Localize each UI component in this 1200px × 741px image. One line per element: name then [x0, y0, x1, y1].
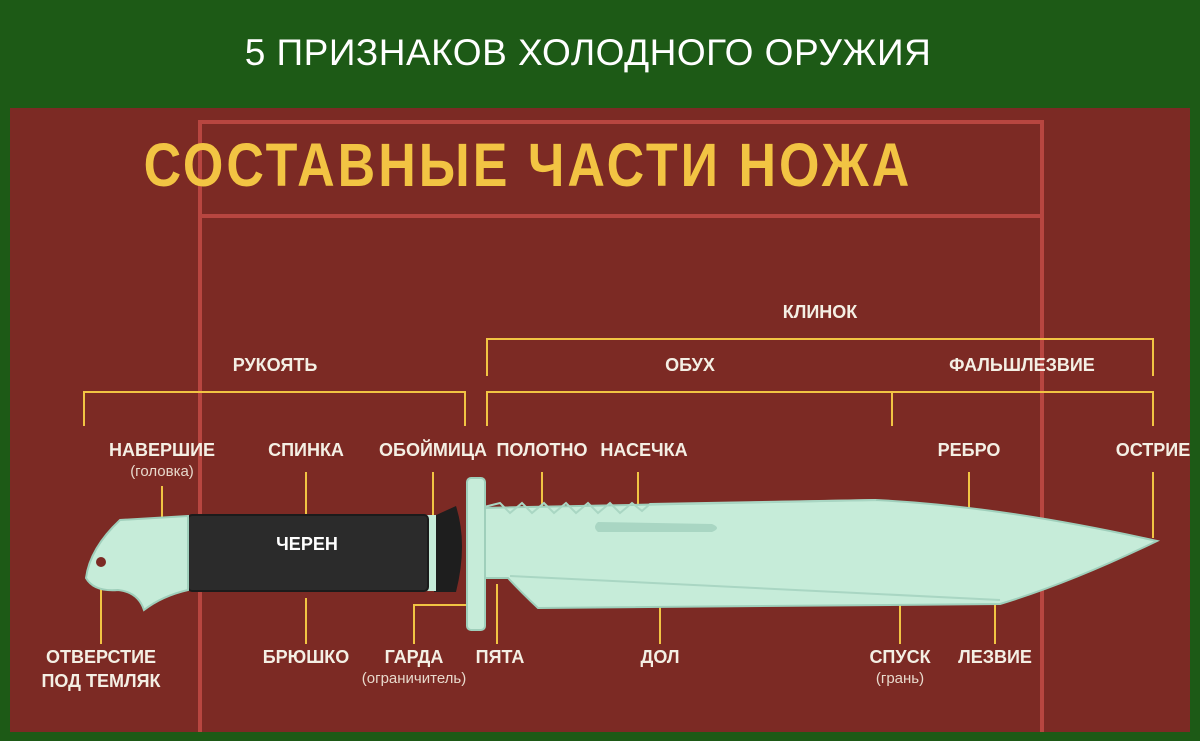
label-navershie: НАВЕРШИЕ [108, 440, 216, 460]
label-lezvie: ЛЕЗВИЕ [958, 647, 1032, 667]
label-otverstie-line1: ОТВЕРСТИЕ [45, 647, 157, 667]
label-garda-sub: (ограничитель) [361, 670, 467, 687]
label-navershie-sub: (головка) [130, 463, 194, 480]
label-bryushko: БРЮШКО [262, 647, 350, 667]
knife-diagram-panel: СОСТАВНЫЕ ЧАСТИ НОЖА КЛИНОК РУКОЯТЬ ОБУХ… [10, 108, 1190, 732]
label-nasechka: НАСЕЧКА [600, 440, 688, 460]
label-polotno: ПОЛОТНО [496, 440, 588, 460]
label-spusk: СПУСК [869, 647, 931, 667]
header-bar: 5 ПРИЗНАКОВ ХОЛОДНОГО ОРУЖИЯ [0, 0, 1200, 108]
label-spinka: СПИНКА [268, 440, 344, 460]
label-otverstie-line2: ПОД ТЕМЛЯК [41, 671, 161, 691]
label-ostrie: ОСТРИЕ [1115, 440, 1190, 460]
knife-illustration [84, 477, 1161, 631]
knife-diagram-graphic [83, 120, 1161, 732]
label-cheren: ЧЕРЕН [276, 534, 338, 554]
label-obuh: ОБУХ [665, 355, 715, 375]
label-falshlezvie: ФАЛЬШЛЕЗВИЕ [949, 355, 1095, 375]
label-garda: ГАРДА [384, 647, 444, 667]
label-dol: ДОЛ [640, 647, 680, 667]
diagram-title: СОСТАВНЫЕ ЧАСТИ НОЖА [143, 131, 913, 201]
label-spusk-sub: (грань) [875, 670, 925, 687]
label-rukoyat: РУКОЯТЬ [232, 355, 318, 375]
header-title: 5 ПРИЗНАКОВ ХОЛОДНОГО ОРУЖИЯ [244, 32, 932, 73]
decorative-frame [198, 120, 1044, 732]
label-rebro: РЕБРО [937, 440, 1001, 460]
label-pyata: ПЯТА [475, 647, 525, 667]
label-klinok: КЛИНОК [782, 302, 858, 322]
label-oboymica: ОБОЙМИЦА [379, 440, 487, 460]
